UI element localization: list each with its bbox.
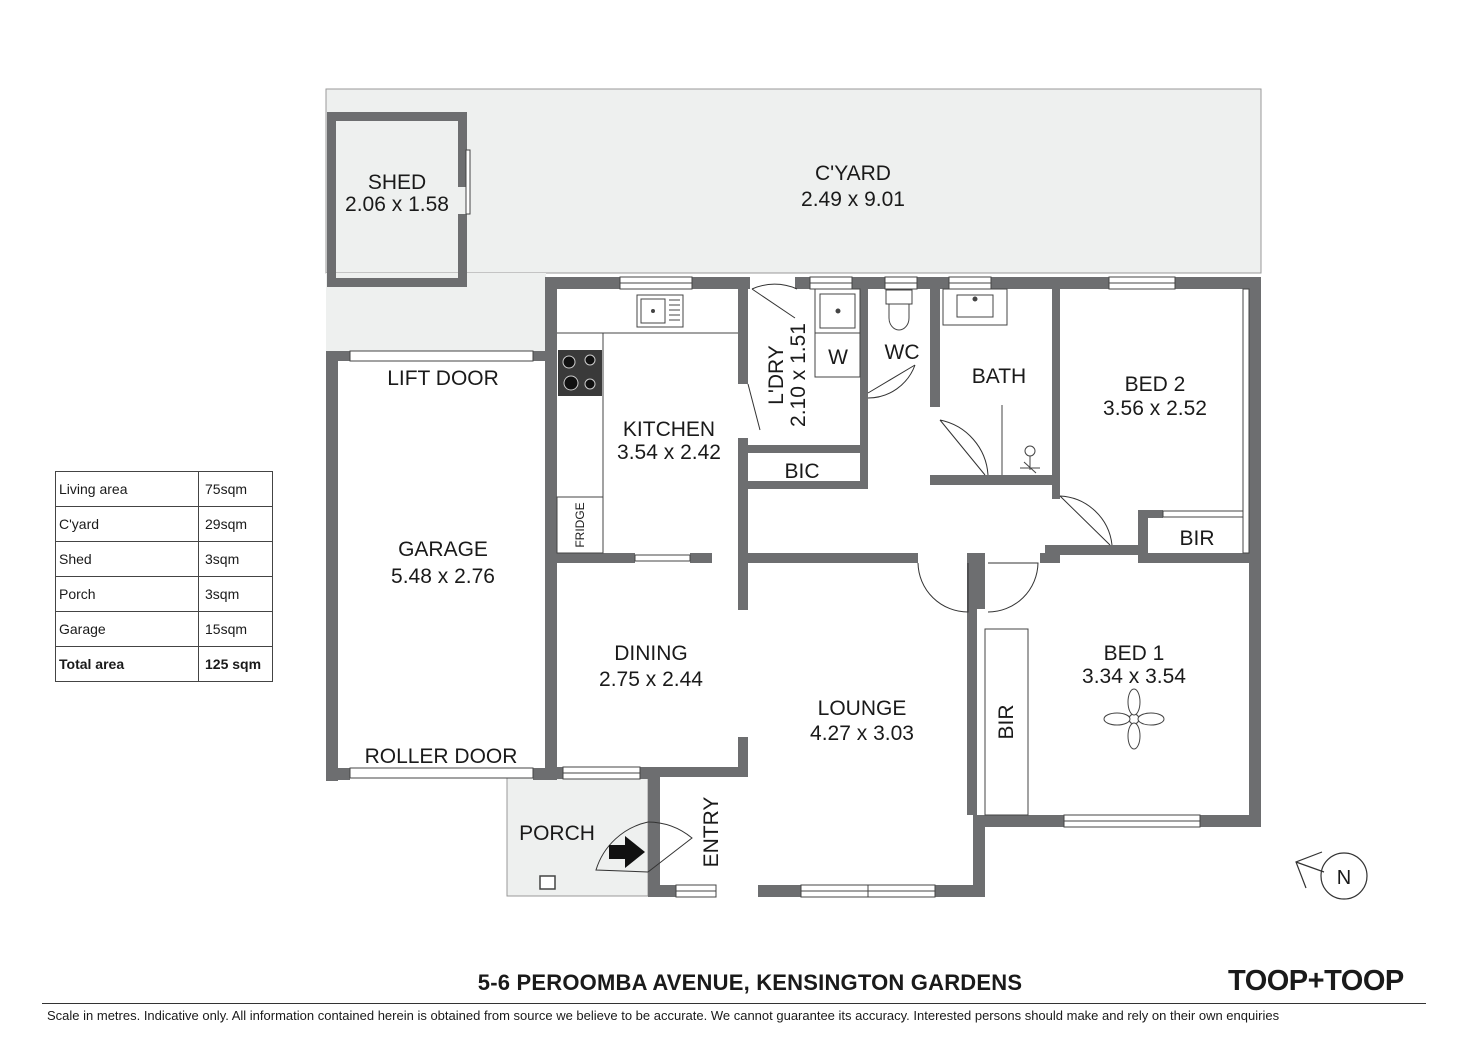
toilet-icon: [885, 289, 913, 331]
cooktop-icon: [558, 350, 602, 396]
kitchen-dims: 3.54 x 2.42: [617, 441, 721, 464]
doors: [747, 283, 1113, 613]
bed2-dims: 3.56 x 2.52: [1103, 397, 1207, 420]
porch-post: [539, 875, 556, 890]
area-value: 15sqm: [198, 611, 273, 647]
floor-plan: C'YARD 2.49 x 9.01 SHED 2.06 x 1.58 LIFT…: [325, 88, 1368, 900]
courtyard-area: [325, 88, 1262, 274]
cyard-dims: 2.49 x 9.01: [801, 188, 905, 211]
laundry-dims: 2.10 x 1.51: [787, 323, 810, 427]
bed2-name: BED 2: [1125, 373, 1186, 396]
lounge-name: LOUNGE: [818, 697, 907, 720]
bed2-robe-wall: [1242, 288, 1250, 554]
area-value: 3sqm: [198, 541, 273, 577]
washer-label: W: [828, 346, 848, 369]
shed-name: SHED: [368, 171, 426, 194]
garage-roller-door: [349, 767, 534, 779]
sliding-doors: [634, 510, 1246, 562]
area-label: Total area: [55, 646, 199, 682]
garage-dims: 5.48 x 2.76: [391, 565, 495, 588]
kitchen-name: KITCHEN: [623, 418, 715, 441]
ceiling-fan-icon: [1103, 688, 1165, 750]
bed1-dims: 3.34 x 3.54: [1082, 665, 1186, 688]
kitchen-sink-icon: [636, 294, 684, 328]
disclaimer-text: Scale in metres. Indicative only. All in…: [47, 1008, 1280, 1023]
house-exterior-walls: [545, 277, 1261, 897]
entry-arrow-icon: [609, 836, 645, 868]
bed1-name: BED 1: [1104, 642, 1165, 665]
interior-walls: [545, 289, 1258, 815]
dining-name: DINING: [614, 642, 688, 665]
garage-roller-door-label: ROLLER DOOR: [365, 745, 518, 768]
bath-name: BATH: [972, 365, 1026, 388]
area-label: Porch: [55, 576, 199, 612]
laundry-fittings: [814, 288, 861, 378]
area-label: Shed: [55, 541, 199, 577]
compass-icon: [1295, 851, 1368, 900]
area-label: Living area: [55, 471, 199, 507]
area-label: Garage: [55, 611, 199, 647]
garage-name: GARAGE: [398, 538, 488, 561]
entry-door: [595, 821, 693, 873]
shed-walls: [327, 112, 467, 287]
porch-name: PORCH: [519, 822, 595, 845]
fridge-label: FRIDGE: [573, 502, 587, 547]
agency-logo: TOOP+TOOP: [1228, 965, 1404, 997]
bic-name: BIC: [784, 460, 819, 483]
wc-name: WC: [885, 341, 920, 364]
dining-dims: 2.75 x 2.44: [599, 668, 703, 691]
area-value: 29sqm: [198, 506, 273, 542]
entry-name: ENTRY: [700, 797, 723, 868]
shower-tap-icon: [1020, 445, 1040, 474]
compass-north-label: N: [1337, 867, 1351, 889]
footer-divider: [42, 1003, 1426, 1004]
area-value: 3sqm: [198, 576, 273, 612]
bed1-bir-label: BIR: [995, 704, 1018, 739]
bed2-bir-label: BIR: [1179, 527, 1214, 550]
shed-door: [465, 149, 471, 215]
area-label: C'yard: [55, 506, 199, 542]
garage-lift-door: [349, 350, 534, 362]
vanity-icon: [942, 288, 1008, 326]
garage-walls: [326, 351, 557, 781]
property-address: 5-6 PEROOMBA AVENUE, KENSINGTON GARDENS: [477, 970, 1023, 995]
garage-lift-door-label: LIFT DOOR: [387, 367, 499, 390]
bed1-robe: [984, 628, 1029, 816]
area-value: 75sqm: [198, 471, 273, 507]
laundry-name: L'DRY: [765, 345, 788, 405]
lounge-dims: 4.27 x 3.03: [810, 722, 914, 745]
shed-dims: 2.06 x 1.58: [345, 193, 449, 216]
area-value: 125 sqm: [198, 646, 273, 682]
cyard-name: C'YARD: [815, 162, 891, 185]
